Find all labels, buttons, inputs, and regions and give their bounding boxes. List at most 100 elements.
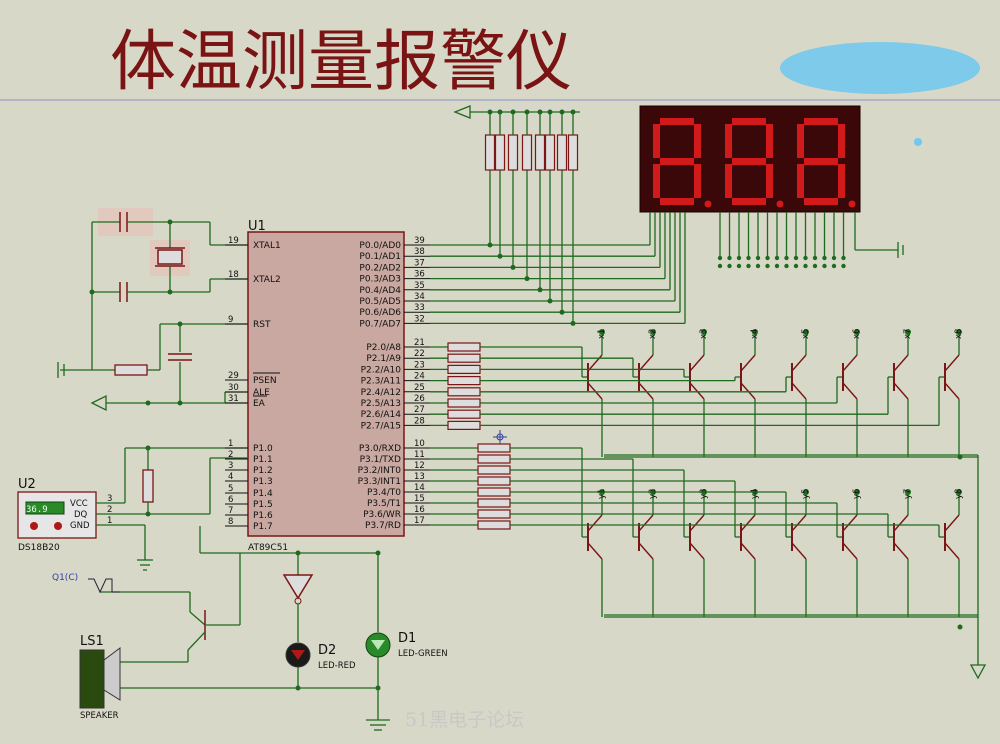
mcu-left-pin-name: PSEN — [253, 376, 277, 386]
junction-dot — [145, 400, 151, 406]
mcu-right-pin-number: 32 — [414, 314, 425, 324]
mcu-right-pin-name: P0.3/AD3 — [359, 275, 401, 285]
mcu-left-pin-name: XTAL2 — [253, 275, 281, 285]
display-digit — [725, 118, 784, 208]
digit-pin-dot — [841, 263, 846, 269]
junction-dot — [487, 109, 493, 115]
junction-dot — [145, 445, 151, 451]
transistor-label: x3 — [699, 329, 709, 339]
mcu-left-pin-number: 2 — [228, 450, 233, 460]
mcu-left-pin-number: 29 — [228, 371, 239, 381]
segment — [732, 158, 766, 165]
collector-node — [854, 329, 860, 335]
crystal — [155, 222, 185, 292]
mcu-left-pin-number: 6 — [228, 495, 233, 505]
transistor-collector — [791, 514, 807, 532]
digit-pin-dot — [812, 263, 818, 269]
segment — [653, 124, 660, 158]
segment — [732, 198, 766, 205]
junction-dot — [957, 454, 963, 460]
junction-dot — [497, 253, 503, 259]
transistor-collector — [587, 514, 603, 532]
junction-dot — [537, 109, 543, 115]
mcu-right-pin-number: 14 — [414, 483, 425, 493]
transistor-collector — [587, 354, 603, 372]
transistor-collector — [842, 354, 858, 372]
transistor-label: x2 — [648, 329, 658, 339]
collector-node — [599, 329, 605, 335]
transistor-collector — [638, 514, 654, 532]
digit-pin-dot — [822, 255, 827, 261]
segment — [660, 158, 694, 165]
digit-pin-dot — [755, 255, 761, 261]
mcu-left-pin-number: 18 — [228, 270, 239, 280]
page-title: 体温测量报警仪 — [110, 23, 572, 100]
digit-pin-dot — [774, 255, 780, 261]
base-resistor — [447, 409, 481, 419]
sensor-pinnum-1: 1 — [107, 516, 112, 526]
digit-pin-dot — [841, 255, 846, 261]
digit-pin-dot — [803, 255, 808, 261]
mcu-right-pin-name: P3.6/WR — [363, 510, 401, 520]
transistor-label: x5 — [801, 329, 811, 339]
pullup-resistor — [484, 134, 496, 171]
mcu-right-pin-number: 10 — [414, 439, 425, 449]
transistor-label: y3 — [699, 489, 709, 499]
junction-dot — [957, 624, 963, 630]
pullup-resistor — [521, 134, 533, 171]
mcu-left-pin-number: 5 — [228, 484, 233, 494]
transistor-emitter — [791, 542, 807, 560]
mcu-right-pin-name: P0.7/AD7 — [359, 319, 401, 329]
mcu-right-pin-name: P3.0/RXD — [359, 444, 401, 454]
digit-pin-dot — [727, 263, 732, 269]
collector-node — [701, 329, 707, 335]
mcu-right-pin-number: 37 — [414, 258, 425, 268]
junction-dot — [375, 685, 381, 691]
collector-node — [803, 489, 809, 495]
mcu-left-pin-number: 4 — [228, 472, 233, 482]
pullup-resistor — [567, 134, 579, 171]
transistor-emitter — [689, 382, 705, 400]
decimal-point — [704, 200, 712, 208]
sensor-pinnum-2: 2 — [107, 505, 112, 515]
sensor-part: DS18B20 — [18, 543, 60, 553]
base-resistor — [447, 342, 481, 352]
led-green-ref: D1 — [398, 631, 416, 646]
forum-watermark: 51黑电子论坛 — [405, 709, 524, 731]
collector-node — [854, 489, 860, 495]
transistor-collector — [893, 514, 909, 532]
sensor-pinnum-3: 3 — [107, 494, 112, 504]
mcu-left-pin-name: P1.5 — [253, 500, 273, 510]
digit-pin-dot — [784, 263, 789, 269]
junction-dot — [89, 289, 95, 295]
transistor-emitter — [740, 382, 756, 400]
segment — [797, 164, 804, 198]
alarm-circuit — [79, 526, 391, 731]
pullup-resistor — [507, 134, 519, 171]
transistor-emitter — [587, 382, 603, 400]
base-resistor — [477, 443, 511, 453]
mcu-right-pin-name: P2.2/A10 — [361, 365, 402, 375]
mcu-left-pin-number: 8 — [228, 517, 233, 527]
ground-arrow — [969, 664, 987, 680]
junction-dot — [295, 550, 301, 556]
mcu-right-pin-number: 23 — [414, 360, 425, 370]
mcu-right-pin-number: 22 — [414, 349, 425, 359]
digit-pin-dot — [746, 263, 751, 269]
led-green-part: LED-GREEN — [398, 649, 448, 659]
transistor-emitter — [638, 382, 654, 400]
base-resistor — [447, 353, 481, 363]
blurred-region — [780, 42, 980, 94]
digit-pin-dot — [793, 255, 799, 261]
digit-pin-dot — [765, 255, 770, 261]
transistor-collector — [944, 514, 960, 532]
collector-node — [803, 329, 809, 335]
digit-pin-dot — [765, 263, 770, 269]
sensor-reading: 36.9 — [26, 505, 48, 515]
mcu-right-pin-name: P3.7/RD — [365, 521, 401, 531]
junction-dot — [570, 109, 576, 115]
segment — [797, 124, 804, 158]
